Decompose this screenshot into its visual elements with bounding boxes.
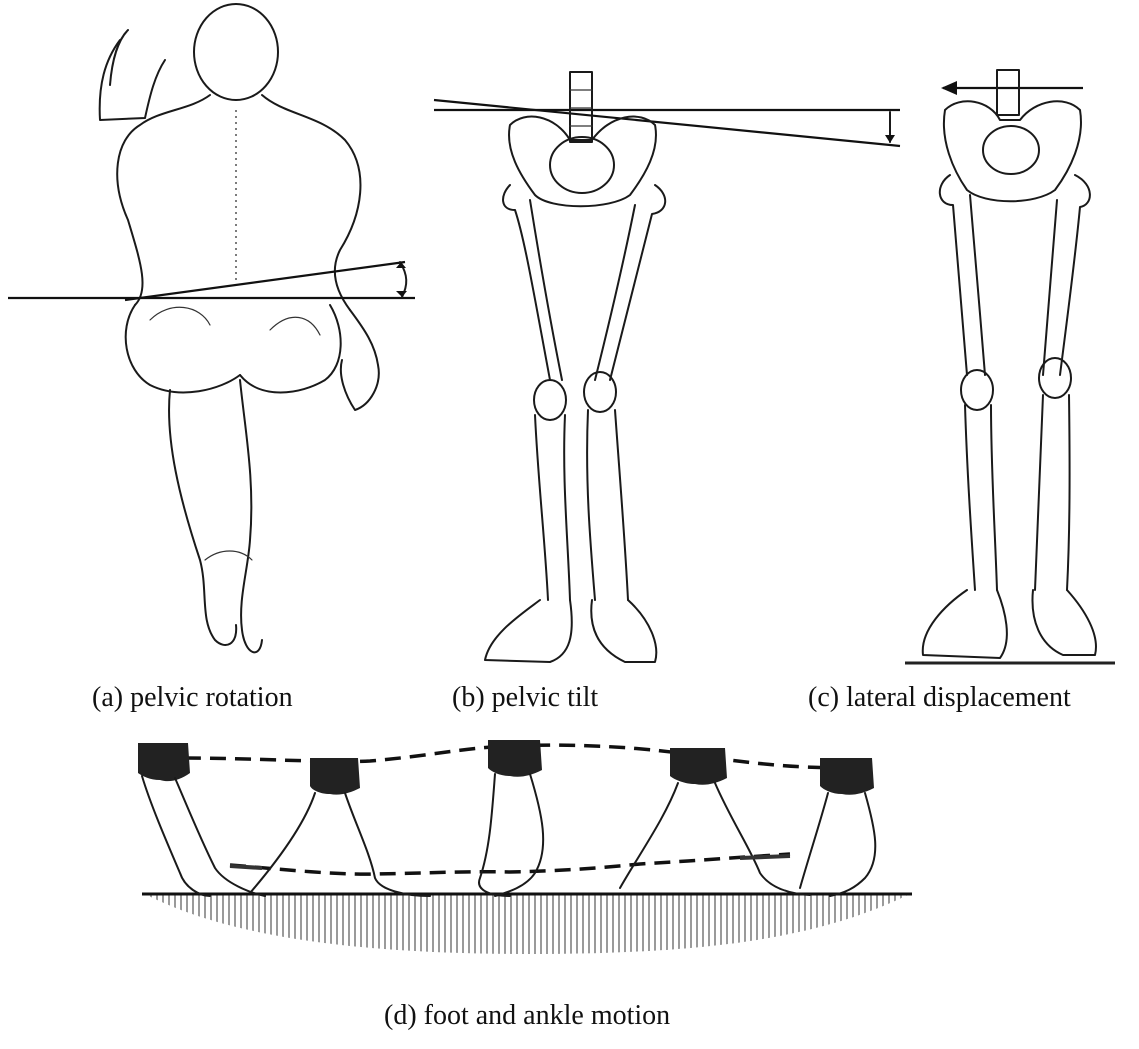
caption-pelvic-rotation: (a) pelvic rotation xyxy=(92,682,293,714)
lateral-displacement-illustration xyxy=(905,0,1139,670)
foot-ankle-motion-illustration xyxy=(130,728,920,983)
caption-lateral-displacement: (c) lateral displacement xyxy=(808,682,1071,714)
pelvic-rotation-illustration xyxy=(0,0,430,670)
panel-foot-ankle-motion xyxy=(130,728,920,983)
caption-pelvic-tilt: (b) pelvic tilt xyxy=(452,682,598,714)
panel-lateral-displacement xyxy=(905,0,1139,670)
caption-foot-ankle-motion: (d) foot and ankle motion xyxy=(384,1000,670,1032)
pelvic-tilt-illustration xyxy=(430,0,905,670)
panel-pelvic-rotation xyxy=(0,0,430,670)
panel-pelvic-tilt xyxy=(430,0,905,670)
